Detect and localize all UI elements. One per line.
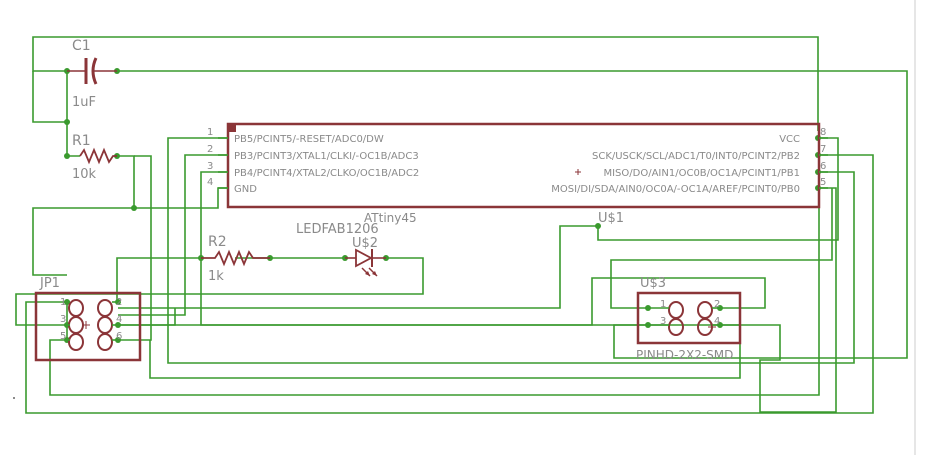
- led-u2[interactable]: LEDFAB1206 U$2: [296, 222, 386, 277]
- pin-label: MOSI/DI/SDA/AIN0/OC0A/-OC1A/AREF/PCINT0/…: [551, 184, 800, 195]
- wire-reset-to-pb1[interactable]: [167, 137, 855, 364]
- resistor-r2[interactable]: R2 1k: [201, 234, 270, 284]
- pin-number: 7: [820, 144, 826, 155]
- svg-text:4: 4: [116, 314, 122, 325]
- wire-u1-jp1[interactable]: [118, 225, 598, 309]
- wire-vcc-top-loop[interactable]: [32, 36, 819, 131]
- wire-r1-right[interactable]: [117, 155, 135, 208]
- pin-label: VCC: [779, 134, 800, 145]
- u3-pads: [648, 301, 720, 336]
- junction-dot: [131, 205, 137, 211]
- wire-pb3-jp1[interactable]: [118, 154, 228, 316]
- led-package-label: LEDFAB1206: [296, 222, 379, 237]
- wire-jp1-sck[interactable]: [25, 154, 874, 414]
- junction-dot: [64, 119, 70, 125]
- jp1-pads: [67, 299, 118, 351]
- wire-c1-gnd-right[interactable]: [117, 70, 908, 359]
- svg-text:6: 6: [116, 331, 122, 342]
- svg-text:2: 2: [116, 297, 122, 308]
- pin-number: 1: [207, 127, 213, 138]
- u3-pin-numbers: 1 2 3 4: [660, 299, 720, 327]
- u1-name-label: U$1: [598, 211, 624, 226]
- wire-gnd-jp1[interactable]: [32, 187, 228, 276]
- wires: [15, 36, 908, 414]
- pin-number: 4: [207, 177, 213, 188]
- junction-dot: [595, 223, 601, 229]
- svg-text:3: 3: [660, 316, 666, 327]
- u3-package-label: PINHD-2X2-SMD: [636, 348, 733, 362]
- pin1-marker: [228, 124, 236, 132]
- attiny-left-pins: 1 2 3 4 PB5/PCINT5/-RESET/ADC0/DW PB3/PC…: [207, 127, 419, 195]
- wire-u3-pin4[interactable]: [149, 324, 741, 379]
- wire-jp1-stub: [118, 308, 176, 326]
- svg-text:1: 1: [660, 299, 666, 310]
- pin-number: 8: [820, 127, 826, 138]
- svg-text:3: 3: [60, 314, 66, 325]
- pin-number: 6: [820, 161, 826, 172]
- wire-r2-left[interactable]: [116, 257, 201, 302]
- wire-jp1-bottom-loop[interactable]: [49, 190, 820, 396]
- pin-label: PB3/PCINT3/XTAL1/CLKI/-OC1B/ADC3: [234, 151, 419, 162]
- jp1-name-label: JP1: [39, 276, 60, 291]
- wire-u3-pin2[interactable]: [118, 277, 766, 326]
- wire-jp1-led[interactable]: [15, 257, 424, 326]
- pin-label: MISO/DO/AIN1/OC0B/OC1A/PCINT1/PB1: [603, 168, 800, 179]
- c1-name-label: C1: [72, 38, 91, 54]
- svg-text:2: 2: [714, 299, 720, 310]
- svg-text:4: 4: [714, 316, 720, 327]
- header-jp1[interactable]: JP1 1 2 3 4 5 6: [34, 276, 142, 362]
- wire-u3-pin1[interactable]: [610, 188, 833, 309]
- pin-label: GND: [234, 184, 257, 195]
- r2-name-label: R2: [208, 234, 227, 250]
- pin-label: PB5/PCINT5/-RESET/ADC0/DW: [234, 134, 384, 145]
- wire-c1-left[interactable]: [32, 71, 68, 123]
- origin-cross: [575, 169, 581, 175]
- r1-value-label: 10k: [72, 167, 97, 182]
- capacitor-c1[interactable]: C1 1uF: [67, 38, 117, 110]
- c1-value-label: 1uF: [72, 95, 96, 110]
- svg-text:1: 1: [60, 297, 66, 308]
- attiny-right-pins: 8 7 6 5 VCC SCK/USCK/SCL/ADC1/T0/INT0/PC…: [551, 127, 828, 195]
- svg-text:5: 5: [60, 331, 66, 342]
- led-name-label: U$2: [352, 236, 378, 251]
- pin-label: PB4/PCINT4/XTAL2/CLKO/OC1B/ADC2: [234, 168, 419, 179]
- origin-cross: [82, 321, 90, 329]
- wire-pb4-net[interactable]: [200, 171, 837, 413]
- wire-r1-jp1-pin5[interactable]: [118, 155, 152, 341]
- pin-number: 3: [207, 161, 213, 172]
- origin-cross: [708, 323, 716, 331]
- u3-name-label: U$3: [640, 276, 666, 291]
- pin-label: SCK/USCK/SCL/ADC1/T0/INT0/PCINT2/PB2: [592, 151, 800, 162]
- r2-value-label: 1k: [208, 269, 224, 284]
- header-u3[interactable]: U$3 PINHD-2X2-SMD 1 2 3 4: [636, 276, 742, 362]
- resistor-r1[interactable]: R1 10k: [72, 133, 117, 182]
- jp1-pin-numbers: 1 2 3 4 5 6: [60, 297, 122, 342]
- stray-dot: [13, 397, 15, 399]
- pin-number: 5: [820, 177, 826, 188]
- r1-name-label: R1: [72, 133, 91, 149]
- attiny-name-label: ATtiny45: [364, 211, 417, 225]
- attiny45-chip[interactable]: ATtiny45 1 2 3 4 PB5/PCINT5/-RESET/ADC0/…: [207, 122, 828, 225]
- wire-u1-vcc[interactable]: [597, 137, 839, 241]
- junction-dot: [64, 153, 70, 159]
- pin-number: 2: [207, 144, 213, 155]
